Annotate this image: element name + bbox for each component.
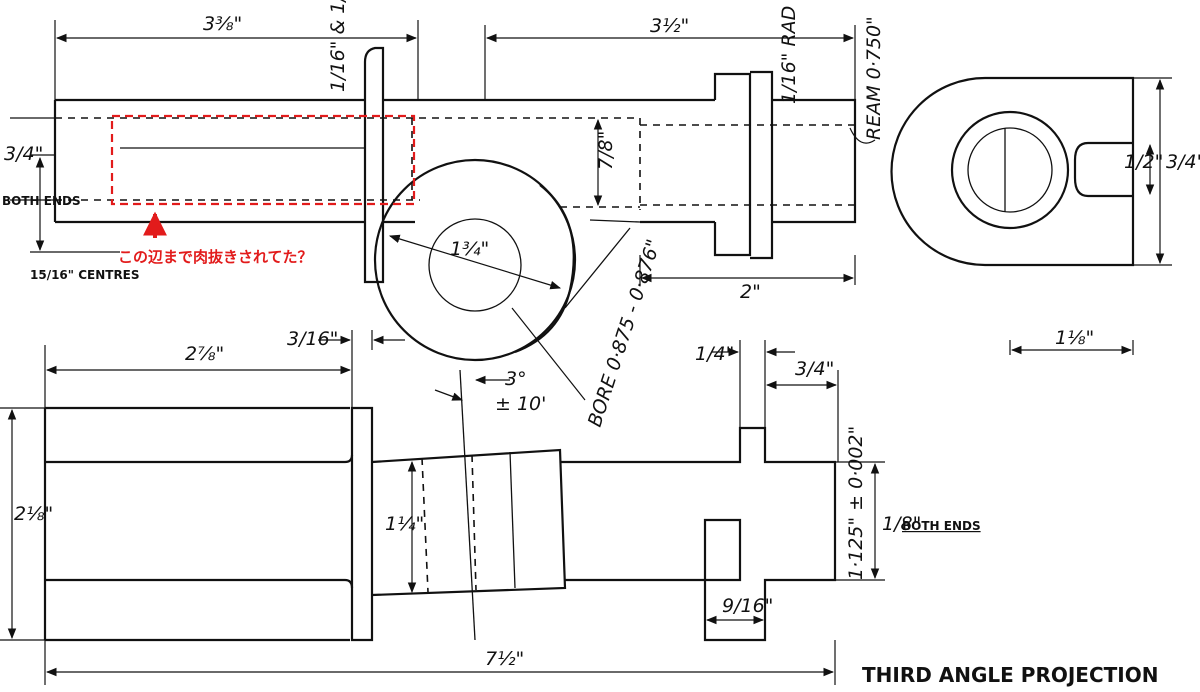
both-ends-right: BOTH ENDS — [902, 519, 981, 533]
dim-rad: 1/16" & 1/8 RAD — [327, 0, 349, 92]
dim-3-4-left: 3/4" — [4, 143, 43, 165]
dim-pm-10: ± 10' — [495, 393, 546, 415]
dim-7-1-2: 7½" — [485, 648, 524, 670]
dim-2-1-8: 2⅛" — [14, 503, 53, 525]
red-annotation: この辺まで肉抜きされてた？ — [110, 114, 416, 266]
dim-1-2: 1/2" — [1124, 151, 1163, 173]
dim-1-1-4: 1¼" — [385, 513, 424, 535]
dim-1-1-8: 1⅛" — [1055, 327, 1094, 349]
dim-3-deg: 3° — [505, 368, 527, 390]
dim-1-3-4: 1¾" — [450, 238, 489, 260]
dim-ream: REAM 0·750" — [863, 16, 885, 140]
dim-3-4-end: 3/4" — [1166, 151, 1200, 173]
dim-1-4-top: 1/4" — [695, 343, 734, 365]
dim-1-8: 1/8" — [882, 513, 921, 535]
dim-3-1-2: 3½" — [650, 15, 689, 37]
dim-3-16: 3/16" — [287, 328, 338, 350]
dim-2-7-8: 2⅞" — [185, 343, 224, 365]
dim-7-8-inner: 7/8" — [595, 131, 617, 170]
dim-bore: BORE 0·875 - 0·876" — [584, 237, 665, 430]
end-view: 3/4" 1/2" 1⅛" — [890, 76, 1200, 355]
top-dimensions: 3⅜" 3½" 1/16" & 1/8 RAD 1/16" RAD MIN RE… — [2, 0, 885, 430]
annotation-note: この辺まで肉抜きされてた？ — [118, 248, 313, 266]
dim-rad-min: 1/16" RAD MIN — [778, 0, 800, 104]
dim-9-16: 9/16" — [722, 595, 773, 617]
projection-title: THIRD ANGLE PROJECTION — [862, 663, 1158, 687]
both-ends-left: BOTH ENDS — [2, 194, 81, 208]
top-view — [53, 46, 857, 362]
hollowed-region-box — [110, 114, 416, 206]
front-dimensions: 2⅞" 3/16" 3° ± 10' 1/4" 3/4" 2⅛" 1¼" 1·1… — [0, 328, 981, 685]
dim-centres: 15/16" CENTRES — [30, 268, 140, 282]
dim-3-4-right: 3/4" — [795, 358, 834, 380]
dim-thread: 1·125" ± 0·002" — [845, 426, 867, 580]
dim-3-3-8: 3⅜" — [203, 13, 242, 35]
front-view — [43, 369, 837, 642]
dim-2: 2" — [740, 281, 761, 303]
